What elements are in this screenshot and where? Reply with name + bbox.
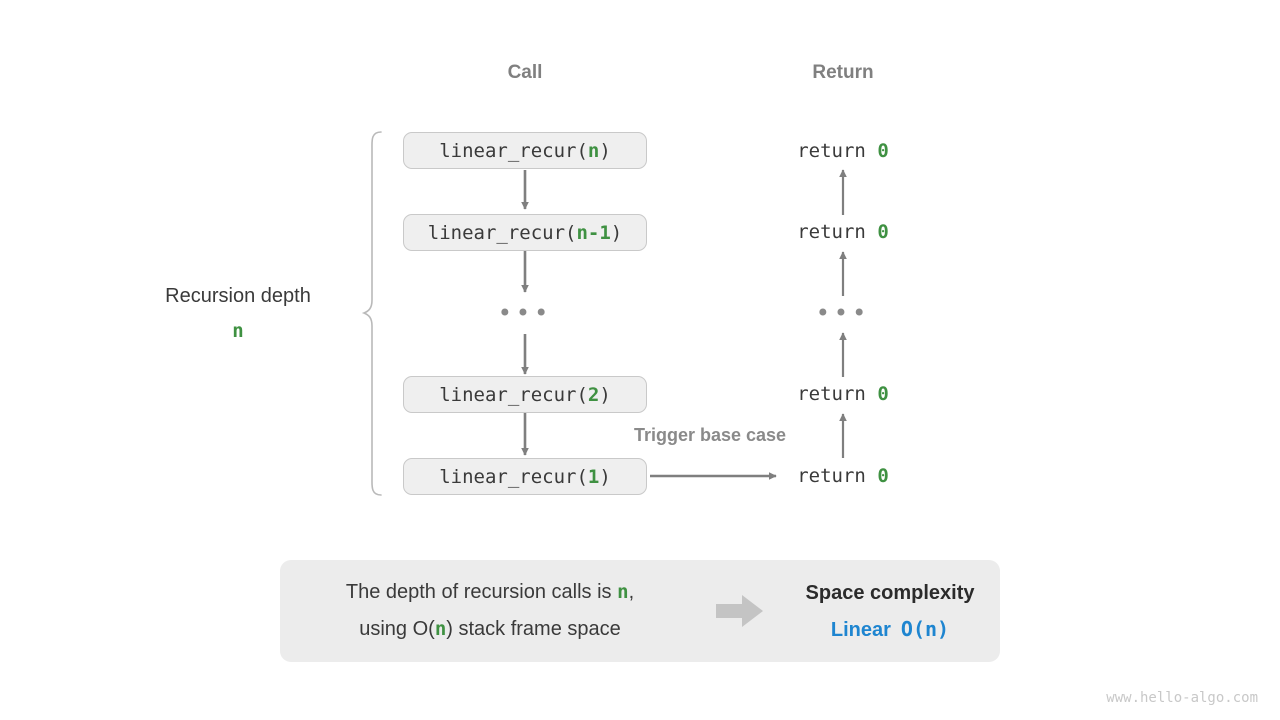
summary-result-value: Linear O(n) xyxy=(780,611,1000,648)
return-label: return 0 xyxy=(797,221,889,243)
summary-line-1-var: n xyxy=(617,581,629,603)
call-box[interactable]: linear_recur(2) xyxy=(403,376,647,413)
call-box[interactable]: linear_recur(1) xyxy=(403,458,647,495)
summary-description: The depth of recursion calls is n, using… xyxy=(280,574,700,648)
call-box-arg: 2 xyxy=(587,383,600,406)
call-box[interactable]: linear_recur(n-1) xyxy=(403,214,647,251)
recursion-depth-text: Recursion depth xyxy=(165,285,311,307)
call-box-name: linear_recur( xyxy=(439,383,588,406)
call-box-arg: n-1 xyxy=(576,221,611,244)
summary-result-notation: O(n) xyxy=(900,616,950,641)
summary-arrow xyxy=(700,594,780,628)
return-value: 0 xyxy=(877,140,889,162)
call-box-name: linear_recur( xyxy=(439,139,588,162)
summary-panel: The depth of recursion calls is n, using… xyxy=(280,560,1000,662)
return-ellipsis: ••• xyxy=(815,299,871,327)
recursion-depth-value: n xyxy=(232,320,244,342)
return-label: return 0 xyxy=(797,465,889,487)
return-keyword: return xyxy=(797,140,878,162)
summary-line-2: using O(n) stack frame space xyxy=(280,611,700,648)
call-box-name: linear_recur( xyxy=(439,465,588,488)
column-header-return: Return xyxy=(812,62,874,83)
summary-result: Space complexity Linear O(n) xyxy=(780,575,1000,648)
return-label: return 0 xyxy=(797,140,889,162)
recursion-depth-brace xyxy=(361,131,382,496)
return-keyword: return xyxy=(797,221,878,243)
call-box-arg: n xyxy=(587,139,600,162)
return-value: 0 xyxy=(877,383,889,405)
return-value: 0 xyxy=(877,221,889,243)
return-label: return 0 xyxy=(797,383,889,405)
right-block-arrow-icon xyxy=(716,595,763,627)
summary-line-2-var: n xyxy=(434,618,447,640)
summary-line-1-text-a: The depth of recursion calls is xyxy=(345,581,618,603)
return-value: 0 xyxy=(877,465,889,487)
summary-line-2-text-a: using O( xyxy=(359,618,435,640)
watermark: www.hello-algo.com xyxy=(1106,690,1258,706)
call-box-paren: ) xyxy=(599,139,611,162)
call-box-paren: ) xyxy=(599,383,611,406)
call-box-paren: ) xyxy=(599,465,611,488)
return-keyword: return xyxy=(797,465,878,487)
summary-line-2-text-b: ) stack frame space xyxy=(446,618,621,640)
call-box-arg: 1 xyxy=(587,465,600,488)
column-header-call: Call xyxy=(507,62,543,83)
call-box-paren: ) xyxy=(610,221,623,244)
trigger-base-case-label: Trigger base case xyxy=(633,425,787,445)
summary-line-1-text-b: , xyxy=(628,581,635,603)
summary-result-title: Space complexity xyxy=(805,581,975,604)
call-ellipsis: ••• xyxy=(497,299,553,327)
summary-line-1: The depth of recursion calls is n, xyxy=(280,574,700,611)
summary-result-word: Linear xyxy=(830,618,891,641)
return-keyword: return xyxy=(797,383,878,405)
recursion-depth-label: Recursion depth n xyxy=(165,285,311,342)
call-box-name: linear_recur( xyxy=(427,221,577,244)
call-box[interactable]: linear_recur(n) xyxy=(403,132,647,169)
